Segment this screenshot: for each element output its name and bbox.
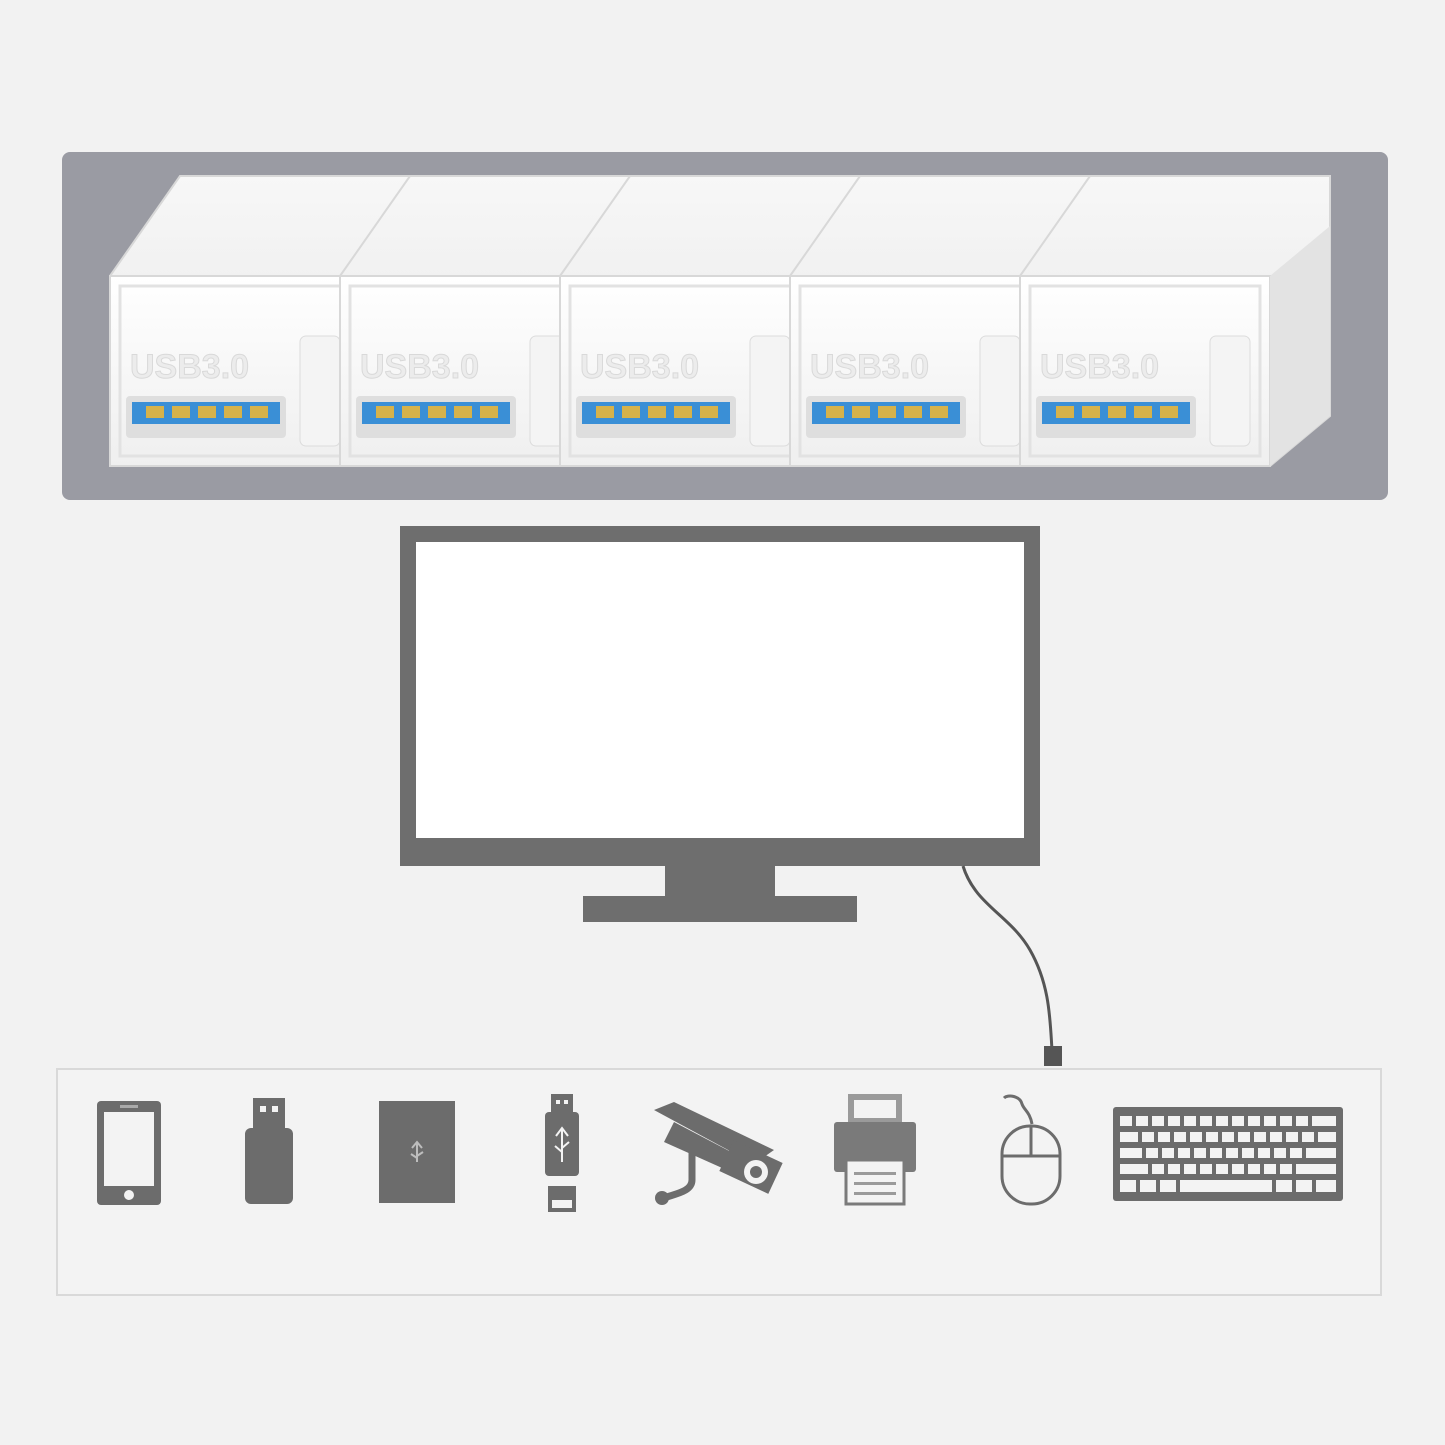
printer-icon xyxy=(834,1094,916,1206)
smartphone-icon xyxy=(97,1101,161,1205)
hard-drive-icon xyxy=(379,1101,455,1203)
device-keyboard xyxy=(1112,1106,1344,1202)
product-banner: USB3.0 USB3.0 xyxy=(62,152,1388,500)
device-panel xyxy=(56,1068,1382,1296)
device-external-hard-drive xyxy=(378,1100,456,1204)
device-smartphone xyxy=(96,1100,162,1206)
monitor-icon xyxy=(400,526,1040,922)
device-mouse xyxy=(996,1094,1066,1206)
keyboard-icon xyxy=(1113,1107,1343,1201)
card-reader-icon xyxy=(545,1094,579,1212)
usb-cable xyxy=(961,865,1054,1051)
usb-label-5: USB3.0 xyxy=(1040,348,1159,386)
usb-label-3: USB3.0 xyxy=(580,348,699,386)
coupler-row: USB3.0 USB3.0 xyxy=(109,175,1331,467)
usb-coupler-5: USB3.0 xyxy=(1019,175,1331,467)
device-printer xyxy=(832,1092,918,1206)
usb-plug xyxy=(1044,1046,1062,1066)
usb-label-1: USB3.0 xyxy=(130,348,249,386)
usb-label-2: USB3.0 xyxy=(360,348,479,386)
device-usb-flash-drive xyxy=(244,1098,294,1206)
mouse-icon xyxy=(1000,1094,1062,1206)
device-usb-card-reader xyxy=(542,1094,582,1214)
usb-stick-icon xyxy=(245,1098,293,1204)
camera-icon xyxy=(654,1102,783,1205)
usb-coupler-1: USB3.0 xyxy=(109,175,431,467)
device-security-camera xyxy=(644,1100,784,1210)
usb-label-4: USB3.0 xyxy=(810,348,929,386)
